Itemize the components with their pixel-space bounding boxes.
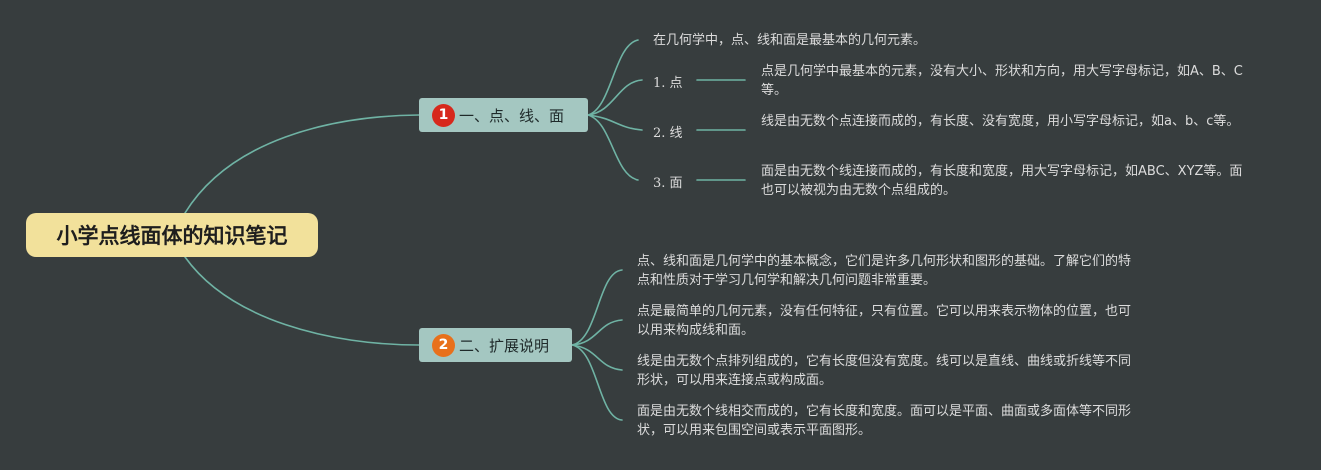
- link-b2-item1: [571, 269, 623, 346]
- b2-item-2-text[interactable]: 点是最简单的几何元素，没有任何特征，只有位置。它可以用来表示物体的位置，也可以用…: [637, 304, 1132, 338]
- b1-item-3-label[interactable]: 3. 面: [653, 176, 683, 191]
- number-badge-2: 2: [432, 333, 455, 357]
- b1-item-2-label[interactable]: 2. 线: [653, 126, 683, 141]
- link-root-branch1: [184, 114, 420, 214]
- link-b1-item3: [587, 114, 639, 181]
- b2-item-1-text[interactable]: 点、线和面是几何学中的基本概念，它们是许多几何形状和图形的基础。了解它们的特点和…: [637, 254, 1132, 288]
- root-topic[interactable]: 小学点线面体的知识笔记: [26, 213, 318, 257]
- b1-item-3-text[interactable]: 面是由无数个线连接而成的，有长度和宽度，用大写字母标记，如ABC、XYZ等。面也…: [761, 164, 1243, 198]
- b1-item-1-text[interactable]: 点是几何学中最基本的元素，没有大小、形状和方向，用大写字母标记，如A、B、C等。: [761, 64, 1243, 98]
- b2-item-3-text[interactable]: 线是由无数个点排列组成的，它有长度但没有宽度。线可以是直线、曲线或折线等不同形状…: [637, 354, 1132, 388]
- link-b2-item2: [571, 319, 623, 346]
- link-b1-item2: [587, 114, 643, 131]
- b1-intro-text[interactable]: 在几何学中，点、线和面是最基本的几何元素。: [653, 33, 927, 48]
- number-badge-1: 1: [432, 103, 455, 127]
- branch-2-title: 二、扩展说明: [459, 336, 550, 355]
- link-b2-item4: [571, 344, 623, 421]
- branch-topic-2[interactable]: 2 二、扩展说明: [419, 328, 572, 362]
- link-b1-intro: [587, 39, 639, 116]
- b1-item-2-text[interactable]: 线是由无数个点连接而成的，有长度、没有宽度，用小写字母标记，如a、b、c等。: [761, 114, 1240, 129]
- branch-1-title: 一、点、线、面: [459, 106, 565, 125]
- link-root-branch2: [184, 256, 420, 346]
- branch-topic-1[interactable]: 1 一、点、线、面: [419, 98, 588, 132]
- b2-item-4-text[interactable]: 面是由无数个线相交而成的，它有长度和宽度。面可以是平面、曲面或多面体等不同形状，…: [637, 404, 1132, 438]
- link-b1-item1: [587, 79, 643, 116]
- link-b2-item3: [571, 344, 623, 371]
- b1-item-1-label[interactable]: 1. 点: [653, 76, 683, 91]
